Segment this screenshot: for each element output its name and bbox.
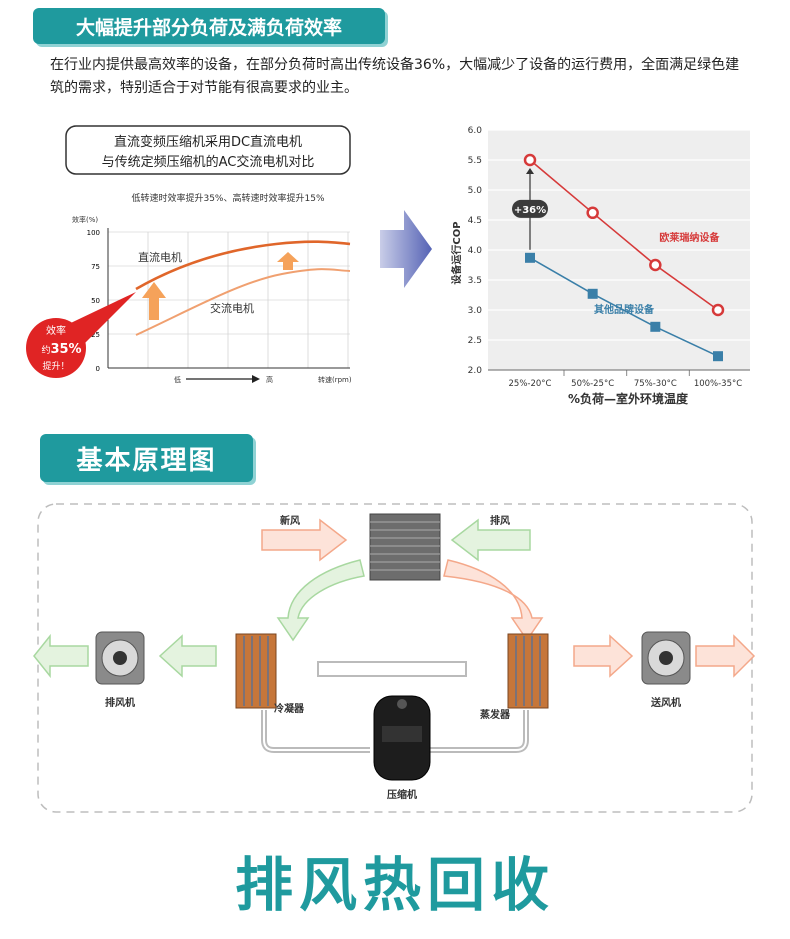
cop-point-square [650,321,661,332]
badge-prefix: 约 [41,344,50,356]
exhaust-fan-label: 排风机 [105,696,135,709]
cop-x-tick-label: 100%-35°C [694,379,742,389]
supply-outflow-arrow-icon [695,634,756,678]
section-title-text: 大幅提升部分负荷及满负荷效率 [75,16,342,39]
intro-paragraph: 在行业内提供最高效率的设备，在部分负荷时高出传统设备36%，大幅减少了设备的运行… [50,57,740,96]
badge-line3: 提升！ [42,361,69,372]
cop-annotation-badge [512,199,548,218]
heat-exchanger-core [369,513,441,581]
chart-grid [108,231,350,368]
cop-point-square [713,351,723,362]
compressor-icon [373,695,431,781]
cop-point-circle [649,258,662,272]
cop-grid [488,129,750,376]
fresh-air-arrow-icon [261,518,348,562]
x-high-label: 高 [266,375,273,384]
y-tick-100: 100 [87,229,100,237]
x-low-label: 低 [174,375,181,384]
refrigerant-pipe-right-inner [430,710,527,751]
cop-y-tick-label: 2.0 [468,366,483,376]
exhaust-air-arrow-icon [450,518,531,562]
cop-point-square [525,252,535,263]
cop-y-tick-label: 4.5 [468,216,482,226]
transition-arrow-icon [380,210,432,288]
cop-y-ticks: 6.0 5.5 5.0 4.5 4.0 3.5 3.0 2.5 2.0 [468,126,483,376]
x-axis-label: 转速(rpm) [318,375,352,384]
section-title-efficiency: 大幅提升部分负荷及满负荷效率 [33,8,385,44]
section-title-principle: 基本原理图 [40,434,253,482]
refrigerant-pipe-top [317,661,467,677]
chart-subtitle: 低转速时效率提升35%、高转速时效率提升15% [131,192,324,204]
comparison-line2: 与传统定频压缩机的AC交流电机对比 [102,154,315,170]
y-tick-0: 0 [96,365,100,373]
condenser-coil-icon [235,633,277,709]
motor-efficiency-chart: 直流变频压缩机采用DC直流电机 与传统定频压缩机的AC交流电机对比 低转速时效率… [20,120,370,390]
dc-motor-label: 直流电机 [138,250,182,264]
cop-y-tick-label: 5.0 [468,186,483,196]
fresh-air-label: 新风 [280,514,300,527]
cop-y-tick-label: 3.0 [468,306,483,316]
cop-y-tick-label: 4.0 [468,246,483,256]
warm-flow-curve-icon [443,559,544,642]
ac-motor-label: 交流电机 [210,301,254,315]
exhaust-outflow-arrow-icon [33,633,89,679]
exhaust-fan-inflow-arrow-icon [158,634,217,678]
cop-x-ticks: 25%-20°C 50%-25°C 75%-30°C 100%-35°C [509,379,743,389]
y-tick-25: 25 [91,331,100,339]
cop-x-tick-label: 50%-25°C [571,379,614,389]
refrigerant-pipe-left [261,710,370,753]
y-axis-label: 效率(%) [72,215,98,224]
cop-series-name: 欧莱瑞纳设备 [659,231,720,244]
cop-y-tick-label: 5.5 [468,156,482,166]
cop-point-circle [711,303,725,317]
cop-annotation-text: +36% [514,205,546,216]
badge-value: 35% [50,342,81,357]
x-direction-arrowhead [252,375,260,383]
cop-annotation-arrowhead [526,168,534,174]
principle-diagram: 新风 排风 排风机 送风机 [30,500,760,820]
cop-y-tick-label: 3.5 [468,276,482,286]
footer-title: 排风热回收 [234,851,555,919]
section-title-text: 基本原理图 [76,445,217,476]
condenser-label: 冷凝器 [274,702,305,715]
supply-fan-icon [641,631,691,685]
cop-point-circle [523,153,537,167]
cop-x-tick-label: 75%-30°C [634,379,677,389]
cool-flow-curve-icon [276,559,365,642]
y-tick-75: 75 [91,263,100,271]
compressor-label: 压缩机 [387,788,417,801]
cop-series-name: 其他品牌设备 [594,303,655,316]
evaporator-label: 蒸发器 [480,708,511,721]
cop-chart: 6.0 5.5 5.0 4.5 4.0 3.5 3.0 2.5 2.0 25%-20°C 50%-… [440,118,770,408]
cop-point-circle [586,206,599,220]
cop-y-axis-label: 设备运行COP [450,221,463,284]
supply-fan-inflow-arrow-icon [573,634,634,678]
comparison-line1: 直流变频压缩机采用DC直流电机 [114,134,302,150]
cop-x-tick-label: 25%-20°C [509,379,552,389]
y-tick-50: 50 [91,297,100,305]
cop-point-square [587,288,598,299]
refrigerant-pipe-left-inner [263,710,370,751]
ac-motor-curve [135,268,351,336]
refrigerant-pipe-right [430,710,529,753]
high-speed-up-arrow [277,252,299,270]
badge-line1: 效率 [46,324,66,337]
cop-y-tick-label: 2.5 [468,336,482,346]
exhaust-fan-icon [95,631,145,685]
comparison-box [65,125,351,175]
cop-series-line [529,159,719,311]
supply-fan-label: 送风机 [650,696,681,709]
exhaust-air-label: 排风 [490,514,510,527]
efficiency-badge [26,318,86,378]
cop-y-tick-label: 6.0 [468,126,483,136]
evaporator-coil-icon [507,633,549,709]
dc-motor-curve [135,240,351,291]
cop-series-line [529,257,719,357]
low-speed-up-arrow [142,282,166,320]
cop-x-axis-label: %负荷—室外环境温度 [568,391,689,406]
